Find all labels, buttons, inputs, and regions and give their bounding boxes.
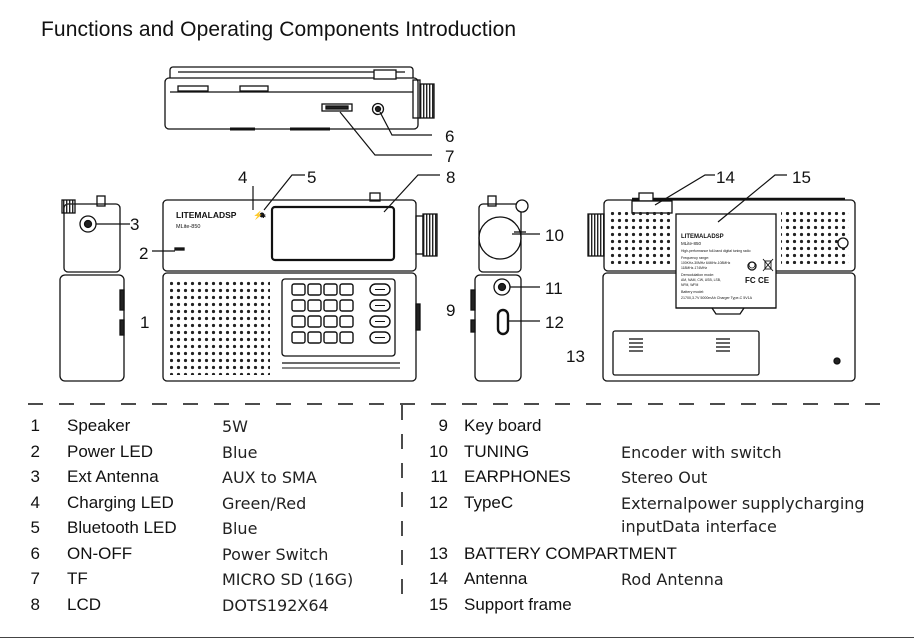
spec-number: 3 [30, 467, 40, 486]
spec-desc: Encoder with switch [621, 443, 782, 462]
spec-name: Antenna [464, 569, 528, 588]
top-view [164, 66, 435, 131]
spec-desc: Power Switch [222, 545, 329, 564]
spec-number: 11 [430, 467, 448, 486]
right-side-view [470, 195, 529, 382]
spec-desc: 5W [222, 417, 248, 436]
callout-7: 7 [445, 147, 454, 166]
callout-1: 1 [140, 313, 149, 332]
front-view [162, 192, 438, 382]
spec-number: 10 [429, 442, 448, 461]
callout-10: 10 [545, 226, 564, 245]
spec-name: Charging LED [67, 493, 174, 512]
spec-name: Bluetooth LED [67, 518, 177, 537]
spec-name: LCD [67, 595, 102, 614]
bluetooth-led-icon: ✱ [261, 213, 266, 220]
spec-name: EARPHONES [464, 467, 571, 486]
spec-number: 7 [30, 569, 40, 588]
back-label-modes-label: Demodulation mode: [681, 273, 714, 277]
callout-11: 11 [545, 279, 563, 298]
spec-name: ON-OFF [67, 544, 133, 563]
callout-2: 2 [139, 244, 148, 263]
spec-name: Ext Antenna [67, 467, 159, 486]
charging-led-icon: ⚡ [253, 210, 263, 220]
spec-desc: Externalpower supplycharging [621, 494, 865, 513]
spec-name: Support frame [464, 595, 572, 614]
back-label-modes-2: NFM, WFM [681, 283, 698, 287]
back-label: LITEMALADSP MLite-850 High-performance f… [681, 234, 774, 300]
back-label-brand: LITEMALADSP [681, 234, 724, 240]
back-view [587, 192, 856, 382]
back-label-modes-1: AM, NAM, CW, USB, LSB, [681, 278, 721, 282]
spec-name: BATTERY COMPARTMENT [464, 544, 677, 563]
spec-name: Speaker [67, 416, 131, 435]
fcc-mark: FC [745, 276, 756, 285]
callout-13: 13 [566, 347, 585, 366]
back-label-freq-2: 118MHz-174MHz [681, 266, 707, 270]
spec-desc: Green/Red [222, 494, 307, 513]
spec-number: 15 [429, 595, 448, 614]
spec-desc: Blue [222, 519, 258, 538]
spec-number: 8 [30, 595, 40, 614]
page-title: Functions and Operating Components Intro… [41, 18, 517, 41]
spec-name: Power LED [67, 442, 153, 461]
spec-number: 12 [429, 493, 448, 512]
weee-bin-icon [762, 258, 774, 272]
spec-desc: DOTS192X64 [222, 596, 329, 615]
callout-9: 9 [446, 301, 455, 320]
device-model: MLite-850 [176, 224, 200, 230]
callout-3: 3 [130, 215, 139, 234]
leader-lines [96, 174, 787, 322]
spec-desc: Rod Antenna [621, 570, 724, 589]
callout-4: 4 [238, 168, 247, 187]
recycle-icon [748, 261, 756, 269]
keypad [291, 283, 391, 344]
spec-name: Key board [464, 416, 542, 435]
spec-number: 5 [30, 518, 40, 537]
spec-desc: MICRO SD (16G) [222, 570, 354, 589]
callout-15: 15 [792, 168, 811, 187]
callout-12: 12 [545, 313, 564, 332]
callout-6: 6 [445, 127, 454, 146]
ce-mark: CE [758, 276, 770, 285]
spec-desc: Stereo Out [621, 468, 708, 487]
spec-desc: AUX to SMA [222, 468, 317, 487]
spec-name: TUNING [464, 442, 530, 461]
back-label-battery: 21700,3.7V 5000mAh Charger Type-C 5V1A [681, 296, 753, 300]
spec-number: 4 [30, 493, 40, 512]
bottom-rule [0, 637, 914, 638]
spec-number: 2 [30, 442, 40, 461]
back-label-freq-label: Frequency range: [681, 256, 709, 260]
spec-number: 1 [30, 416, 40, 435]
callout-5: 5 [307, 168, 316, 187]
callout-8: 8 [446, 168, 455, 187]
spec-desc: Blue [222, 443, 258, 462]
spec-desc-continued: inputData interface [621, 517, 777, 536]
back-label-tagline: High-performance full-band digital tunin… [681, 249, 751, 253]
back-label-model: MLite-850 [681, 241, 702, 246]
device-brand: LITEMALADSP [176, 210, 237, 220]
spec-number: 13 [429, 544, 448, 563]
callout-14: 14 [716, 168, 735, 187]
spec-name: TF [67, 569, 88, 588]
back-label-battery-label: Battery model: [681, 290, 704, 294]
spec-number: 6 [30, 544, 40, 563]
spec-name: TypeC [464, 493, 514, 512]
back-label-freq-1: 100KHz-30MHz 64MHz-108MHz [681, 261, 731, 265]
spec-number: 14 [429, 569, 448, 588]
spec-number: 9 [438, 416, 448, 435]
